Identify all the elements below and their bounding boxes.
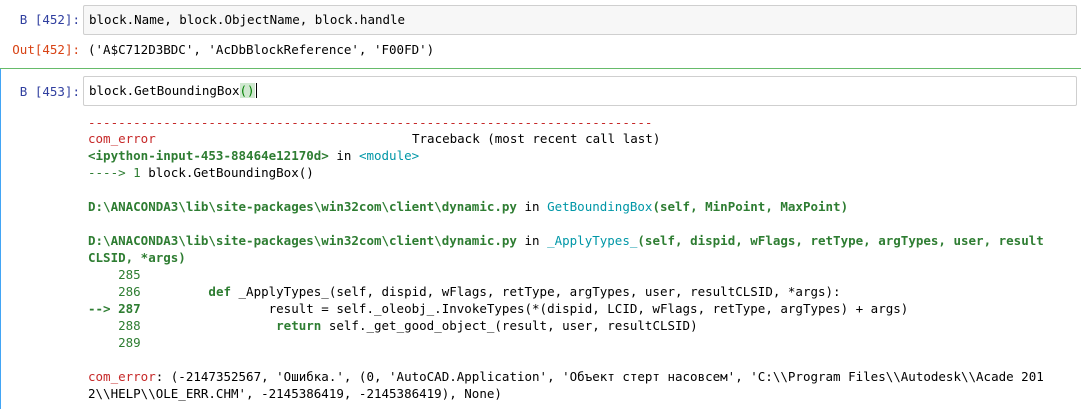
source-text: self._get_good_object_(result, user, res… <box>321 318 698 333</box>
frame-2-in: in <box>516 199 548 214</box>
code-prefix: block.GetBoundingBox <box>89 83 240 98</box>
source-line-287: --> 287 result = self._oleobj_.InvokeTyp… <box>88 300 908 317</box>
traceback-header-line: com_error Traceback (most recent call las… <box>88 130 660 147</box>
frame-3-file: D:\ANACONDA3\lib\site-packages\win32com\… <box>88 233 517 248</box>
frame-1-arrow: ----> 1 <box>88 165 149 180</box>
frame-1-module: <module> <box>358 148 420 163</box>
source-text: _ApplyTypes_(self, dispid, wFlags, retTy… <box>231 284 841 299</box>
frame-2-location: D:\ANACONDA3\lib\site-packages\win32com\… <box>88 198 848 215</box>
frame-1-file: <ipython-input-453-88464e12170d> <box>88 148 329 163</box>
text-cursor <box>255 83 257 98</box>
output-prompt: Out[452]: <box>12 42 80 57</box>
source-line-286: 286 def _ApplyTypes_(self, dispid, wFlag… <box>88 283 841 300</box>
frame-1-location: <ipython-input-453-88464e12170d> in <mod… <box>88 147 419 164</box>
frame-1-source: block.GetBoundingBox() <box>148 165 314 180</box>
frame-2-file: D:\ANACONDA3\lib\site-packages\win32com\… <box>88 199 517 214</box>
keyword-def: def <box>208 284 231 299</box>
final-error-cont: 2\\HELP\\OLE_ERR.CHM', -2145386419, -214… <box>88 386 502 401</box>
close-paren: ) <box>247 83 255 98</box>
frame-2-args: (self, MinPoint, MaxPoint) <box>652 199 849 214</box>
frame-3-in: in <box>516 233 548 248</box>
frame-2-func: GetBoundingBox <box>547 199 653 214</box>
source-line-285: 285 <box>88 267 141 282</box>
line-number: 288 <box>88 318 277 333</box>
selected-cell-indicator <box>0 69 1 409</box>
final-error-text: : (-2147352567, 'Ошибка.', (0, 'AutoCAD.… <box>155 369 1044 384</box>
frame-3-args: (self, dispid, wFlags, retType, argTypes… <box>637 233 1044 248</box>
frame-3-func: _ApplyTypes_ <box>547 233 638 248</box>
frame-1-code: ----> 1 block.GetBoundingBox() <box>88 164 314 181</box>
code-text[interactable]: block.GetBoundingBox() <box>89 83 257 98</box>
error-name: com_error <box>88 131 156 146</box>
cell-divider <box>0 68 1081 69</box>
final-error-line: com_error: (-2147352567, 'Ошибка.', (0, … <box>88 368 1044 385</box>
frame-3-location: D:\ANACONDA3\lib\site-packages\win32com\… <box>88 232 1044 249</box>
frame-1-in: in <box>328 148 359 163</box>
current-line-arrow: --> 287 <box>88 301 141 316</box>
code-input[interactable]: block.Name, block.ObjectName, block.hand… <box>83 5 1077 35</box>
open-paren: ( <box>239 83 248 98</box>
line-number: 286 <box>88 284 209 299</box>
frame-3-args-cont: CLSID, *args) <box>88 250 186 265</box>
keyword-return: return <box>276 318 322 333</box>
output-text: ('A$C712D3BDC', 'AcDbBlockReference', 'F… <box>88 42 435 57</box>
code-input[interactable]: block.GetBoundingBox() <box>83 76 1077 106</box>
traceback-header: Traceback (most recent call last) <box>412 131 661 146</box>
source-text: result = self._oleobj_.InvokeTypes(*(dis… <box>140 301 909 316</box>
traceback-separator: ----------------------------------------… <box>88 115 653 130</box>
input-prompt: В [452]: <box>19 12 80 27</box>
source-line-289: 289 <box>88 335 141 350</box>
source-line-288: 288 return self._get_good_object_(result… <box>88 317 698 334</box>
code-text[interactable]: block.Name, block.ObjectName, block.hand… <box>89 12 406 27</box>
final-error-name: com_error <box>88 369 156 384</box>
input-prompt: В [453]: <box>19 84 80 99</box>
